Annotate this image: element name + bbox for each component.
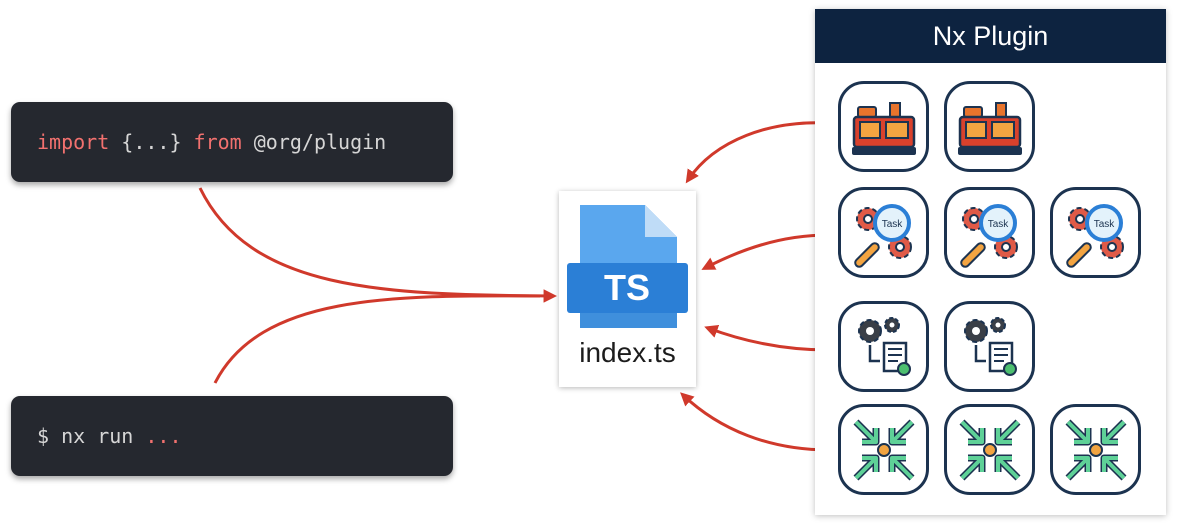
import-braces: {...} <box>109 130 194 154</box>
arrow-import-to-file <box>198 187 558 303</box>
executor-icon <box>857 316 911 376</box>
run-command-snippet: $ nx run ... <box>11 396 453 476</box>
task-inference-icon: Task <box>853 203 912 268</box>
run-command: $ nx run <box>37 424 146 448</box>
import-code-snippet: import {...} from @org/plugin <box>11 102 453 182</box>
arrow-tasks-to-file <box>701 233 830 270</box>
arrow-executors-to-file <box>704 324 830 352</box>
task-inference-tile: Task <box>838 187 929 278</box>
plugin-title: Nx Plugin <box>815 9 1166 63</box>
task-inference-icon: Task <box>1065 203 1124 268</box>
executor-icon <box>963 316 1017 376</box>
arrow-run-to-file <box>213 294 541 384</box>
task-label: Task <box>1093 219 1115 230</box>
run-ellipsis: ... <box>145 424 182 448</box>
ts-badge: TS <box>604 267 650 308</box>
from-keyword: from <box>193 130 242 154</box>
index-ts-file: TS index.ts <box>559 191 696 387</box>
generator-tile <box>944 81 1035 172</box>
task-inference-tile: Task <box>944 187 1035 278</box>
executor-tile <box>838 301 929 392</box>
task-label: Task <box>987 219 1009 230</box>
migration-tile <box>944 404 1035 495</box>
import-path: @org/plugin <box>241 130 387 154</box>
task-label: Task <box>881 219 903 230</box>
task-inference-tile: Task <box>1050 187 1141 278</box>
arrow-migrations-to-file <box>680 392 830 452</box>
task-inference-icon: Task <box>959 203 1018 268</box>
migration-icon <box>1065 419 1126 480</box>
generator-icon <box>851 101 916 155</box>
typescript-file-icon: TS <box>567 205 688 328</box>
migration-tile <box>838 404 929 495</box>
migration-icon <box>853 419 914 480</box>
migration-tile <box>1050 404 1141 495</box>
file-name: index.ts <box>579 337 676 368</box>
generator-icon <box>957 101 1022 155</box>
executor-tile <box>944 301 1035 392</box>
nx-plugin-panel: Nx Plugin Task <box>815 9 1166 515</box>
import-keyword: import <box>37 130 110 154</box>
migration-icon <box>959 419 1020 480</box>
generator-tile <box>838 81 929 172</box>
arrow-generators-to-file <box>685 121 830 184</box>
